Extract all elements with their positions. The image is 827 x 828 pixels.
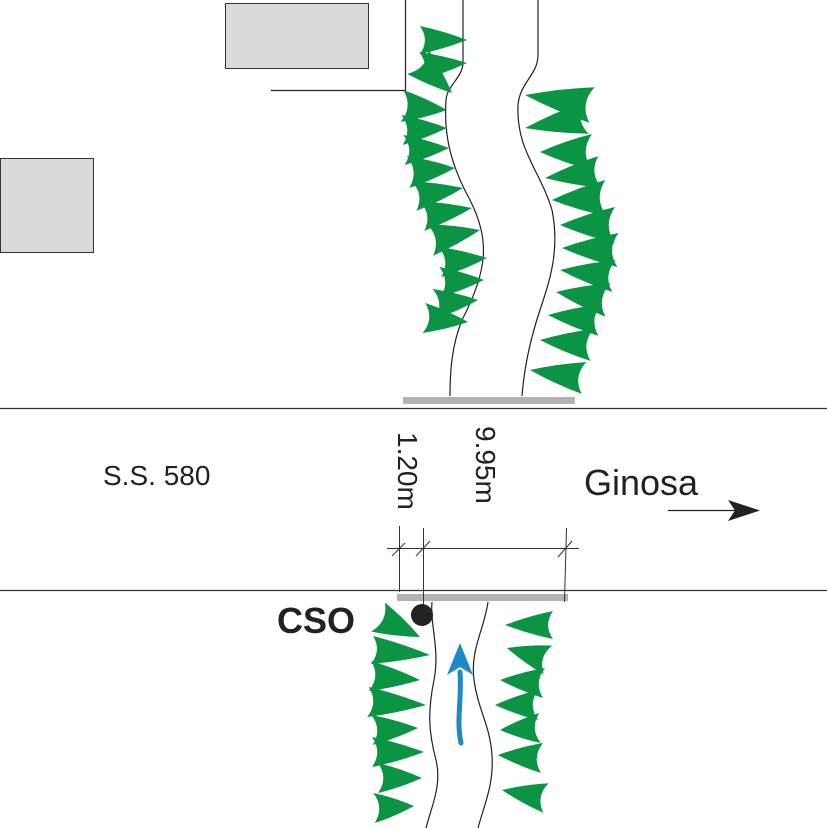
vegetation-wedge: [438, 247, 487, 277]
lower-left-bank: [425, 601, 439, 828]
vegetation-wedge: [548, 304, 602, 336]
vegetation-wedge: [371, 715, 418, 745]
vegetation-wedge: [419, 201, 472, 231]
vegetation-wedge: [378, 763, 422, 793]
flow-arrow-shaft: [456, 669, 464, 746]
vegetation-wedge: [372, 737, 424, 767]
vegetation-wedge: [406, 156, 455, 188]
vegetation-wedge: [420, 26, 467, 54]
vegetation: [367, 26, 619, 823]
vegetation-wedge: [552, 180, 607, 216]
lower-right-bank: [472, 601, 493, 828]
vegetation-wedge: [540, 329, 594, 361]
vegetation-wedge: [505, 611, 553, 639]
vegetation-wedge: [370, 636, 430, 664]
vegetation-wedge: [545, 156, 602, 188]
direction-label: Ginosa: [584, 462, 699, 503]
vegetation-wedge: [498, 743, 544, 773]
property-boundary: [271, 0, 407, 92]
road-label: S.S. 580: [103, 460, 210, 491]
vegetation-wedge: [562, 233, 619, 267]
vegetation-wedge: [507, 645, 553, 675]
vegetation-wedge: [540, 134, 592, 170]
vegetation-wedge: [439, 267, 484, 297]
flow-arrow-icon: [447, 643, 473, 675]
vegetation-wedge: [502, 783, 549, 813]
vegetation-wedge: [400, 90, 447, 122]
cso-point: [411, 604, 433, 626]
bridge-bar-south: [397, 594, 568, 601]
vegetation-wedge: [368, 661, 420, 691]
vegetation-wedge: [560, 207, 615, 243]
vegetation-wedge: [500, 713, 541, 743]
direction-arrow-icon: [728, 500, 760, 521]
dimension-small-label: 1.20m: [392, 432, 423, 510]
building-left: [0, 158, 94, 253]
vegetation-wedge: [525, 102, 589, 134]
cso-label: CSO: [277, 600, 355, 641]
dimension-lines: [387, 526, 579, 612]
vegetation-wedge: [407, 50, 452, 93]
vegetation-wedge: [373, 793, 414, 823]
vegetation-wedge: [500, 668, 546, 698]
vegetation-wedge: [367, 687, 426, 717]
dimension-large-label: 9.95m: [470, 426, 501, 504]
vegetation-wedge: [371, 602, 420, 637]
upper-right-bank: [517, 0, 556, 397]
vegetation-wedge: [530, 362, 587, 394]
building-top: [225, 3, 369, 69]
vegetation-wedge: [495, 690, 538, 720]
vegetation-wedge: [422, 303, 468, 333]
bridge-bar-north: [403, 397, 575, 404]
